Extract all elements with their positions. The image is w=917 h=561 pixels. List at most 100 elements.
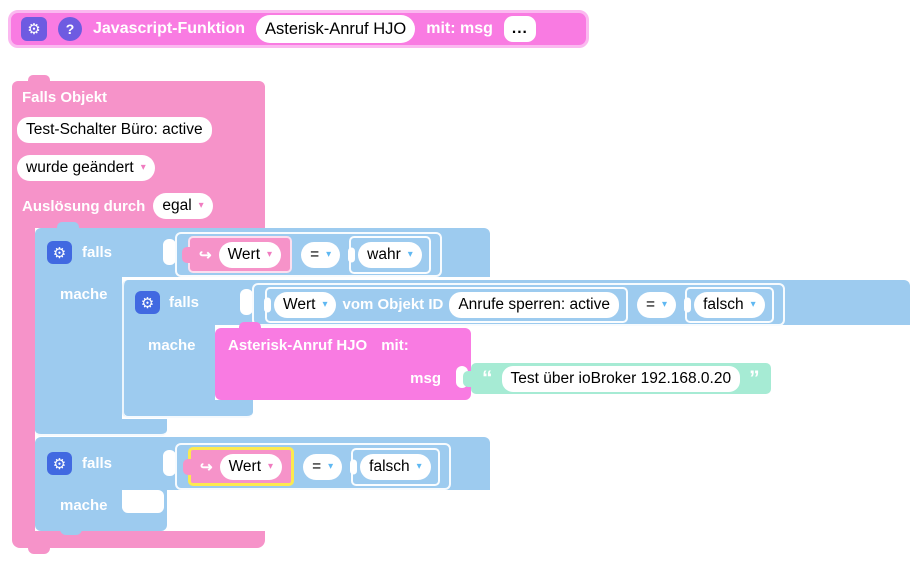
if2-value-block[interactable]: falsch ▾ [684, 286, 774, 323]
function-name-field[interactable]: Asterisk-Anruf HJO [256, 15, 416, 43]
if2-value-dropdown[interactable]: falsch ▾ [694, 291, 765, 318]
trigger-title: Falls Objekt [22, 89, 108, 106]
chevron-down-icon: ▾ [268, 460, 274, 472]
trigger-block-header[interactable]: Falls Objekt Test-Schalter Büro: active … [12, 75, 265, 228]
if3-compare-block[interactable]: ↪ Wert ▾ = ▾ falsch ▾ [175, 443, 451, 490]
call-mit-label: mit: [381, 337, 409, 354]
if2-operator-value: = [645, 295, 656, 313]
close-quote-icon: ” [749, 367, 760, 390]
if2-wert-value: Wert [283, 295, 316, 313]
if2-compare-block[interactable]: Wert ▾ vom Objekt ID Anrufe sperren: act… [252, 283, 785, 326]
if1-wert-dropdown[interactable]: Wert ▾ [218, 241, 282, 268]
text-value-field[interactable]: Test über ioBroker 192.168.0.20 [501, 365, 741, 392]
trigger-object-field[interactable]: Test-Schalter Büro: active [17, 117, 212, 143]
value-tab [183, 458, 192, 475]
chevron-down-icon: ▾ [322, 298, 328, 310]
if2-block-spine[interactable]: mache [122, 325, 215, 400]
if1-mache-label: mache [60, 286, 108, 303]
value-socket [350, 459, 358, 474]
condition-socket [240, 289, 253, 315]
function-definition-block[interactable]: ⚙ ? Javascript-Funktion Asterisk-Anruf H… [8, 10, 589, 48]
chevron-down-icon: ▾ [750, 298, 756, 310]
if3-wert-dropdown[interactable]: Wert ▾ [219, 453, 283, 480]
top-connector-bump [239, 322, 261, 329]
chevron-down-icon: ▾ [328, 460, 334, 472]
trigger-by-label: Auslösung durch [22, 197, 146, 215]
condition-socket [163, 239, 176, 265]
if1-operator-dropdown[interactable]: = ▾ [301, 241, 341, 268]
function-args-label: mit: msg [426, 20, 493, 37]
if1-value-text: wahr [367, 245, 401, 263]
if3-wert-value: Wert [228, 457, 262, 475]
chevron-down-icon: ▾ [326, 248, 332, 260]
if3-value-dropdown[interactable]: falsch ▾ [360, 453, 431, 480]
function-block-label: Javascript-Funktion [93, 20, 246, 37]
if3-mache-label: mache [60, 497, 108, 514]
top-connector-bump [28, 75, 50, 82]
help-icon[interactable]: ? [58, 17, 82, 41]
empty-statement-socket [122, 490, 164, 513]
if3-block-body[interactable]: mache [35, 490, 167, 535]
if2-mache-label: mache [148, 337, 196, 354]
gear-icon[interactable]: ⚙ [21, 17, 47, 41]
trigger-change-value: wurde geändert [26, 159, 134, 176]
trigger-by-dropdown[interactable]: egal ▾ [153, 193, 213, 219]
if1-operator-value: = [310, 245, 320, 263]
if3-operator-dropdown[interactable]: = ▾ [303, 453, 343, 480]
chevron-down-icon: ▾ [662, 298, 668, 310]
top-connector-bump [57, 222, 79, 229]
if2-block-footer[interactable] [122, 400, 253, 418]
chevron-down-icon: ▾ [416, 460, 422, 472]
value-socket [684, 297, 692, 312]
hook-arrow-icon: ↪ [200, 458, 213, 476]
call-arg-label: msg [410, 370, 441, 387]
if2-object-value-block[interactable]: Wert ▾ vom Objekt ID Anrufe sperren: act… [264, 286, 628, 323]
hook-arrow-icon: ↪ [199, 246, 212, 264]
if1-wert-block[interactable]: ↪ Wert ▾ [182, 236, 293, 273]
chevron-down-icon: ▾ [140, 162, 146, 173]
function-call-block[interactable]: Asterisk-Anruf HJO mit: msg [215, 322, 471, 400]
gear-icon[interactable]: ⚙ [47, 452, 72, 475]
if1-falls-label: falls [82, 244, 113, 261]
if2-object-field[interactable]: Anrufe sperren: active [449, 291, 619, 318]
if1-block-footer[interactable] [35, 419, 167, 436]
if1-value-dropdown[interactable]: wahr ▾ [358, 241, 422, 268]
bottom-connector-bump [28, 547, 50, 554]
if2-operator-dropdown[interactable]: = ▾ [636, 291, 677, 318]
mutator-button[interactable]: ... [503, 16, 536, 42]
chevron-down-icon: ▾ [198, 200, 204, 211]
if3-value-text: falsch [369, 457, 410, 475]
if2-value-text: falsch [703, 295, 744, 313]
chevron-down-icon: ▾ [407, 248, 413, 260]
if1-compare-block[interactable]: ↪ Wert ▾ = ▾ wahr ▾ [175, 232, 442, 277]
if1-wert-value: Wert [227, 245, 261, 263]
gear-icon[interactable]: ⚙ [47, 241, 72, 264]
if2-block-header[interactable]: ⚙ falls Wert ▾ vom Objekt ID Anrufe sper… [122, 280, 910, 326]
call-name-label: Asterisk-Anruf HJO [228, 337, 368, 354]
trigger-block-footer[interactable] [12, 531, 265, 554]
bottom-connector-bump [60, 528, 82, 535]
value-tab [182, 246, 191, 263]
if3-falls-label: falls [82, 455, 113, 472]
trigger-by-value: egal [162, 197, 192, 214]
gear-icon[interactable]: ⚙ [135, 291, 160, 314]
text-value-block[interactable]: “ Test über ioBroker 192.168.0.20 ” [463, 363, 771, 394]
if1-block-spine[interactable]: mache [35, 277, 122, 419]
condition-socket [163, 450, 176, 476]
if2-wert-dropdown[interactable]: Wert ▾ [274, 291, 337, 318]
trigger-block-spine[interactable] [12, 227, 35, 531]
if3-operator-value: = [312, 457, 322, 475]
trigger-change-dropdown[interactable]: wurde geändert ▾ [17, 155, 155, 181]
if1-value-block[interactable]: wahr ▾ [348, 235, 431, 274]
if2-falls-label: falls [169, 294, 200, 311]
value-tab [463, 370, 472, 387]
if3-block-header[interactable]: ⚙ falls ↪ Wert ▾ = ▾ falsch ▾ [35, 437, 490, 490]
open-quote-icon: “ [482, 367, 493, 390]
if3-value-block[interactable]: falsch ▾ [350, 447, 440, 486]
value-socket [264, 297, 271, 312]
if2-vom-objekt-label: vom Objekt ID [342, 296, 444, 313]
value-socket [348, 247, 356, 262]
if3-wert-block-selected[interactable]: ↪ Wert ▾ [183, 447, 295, 486]
if1-block-header[interactable]: ⚙ falls ↪ Wert ▾ = ▾ wahr ▾ [35, 222, 490, 277]
